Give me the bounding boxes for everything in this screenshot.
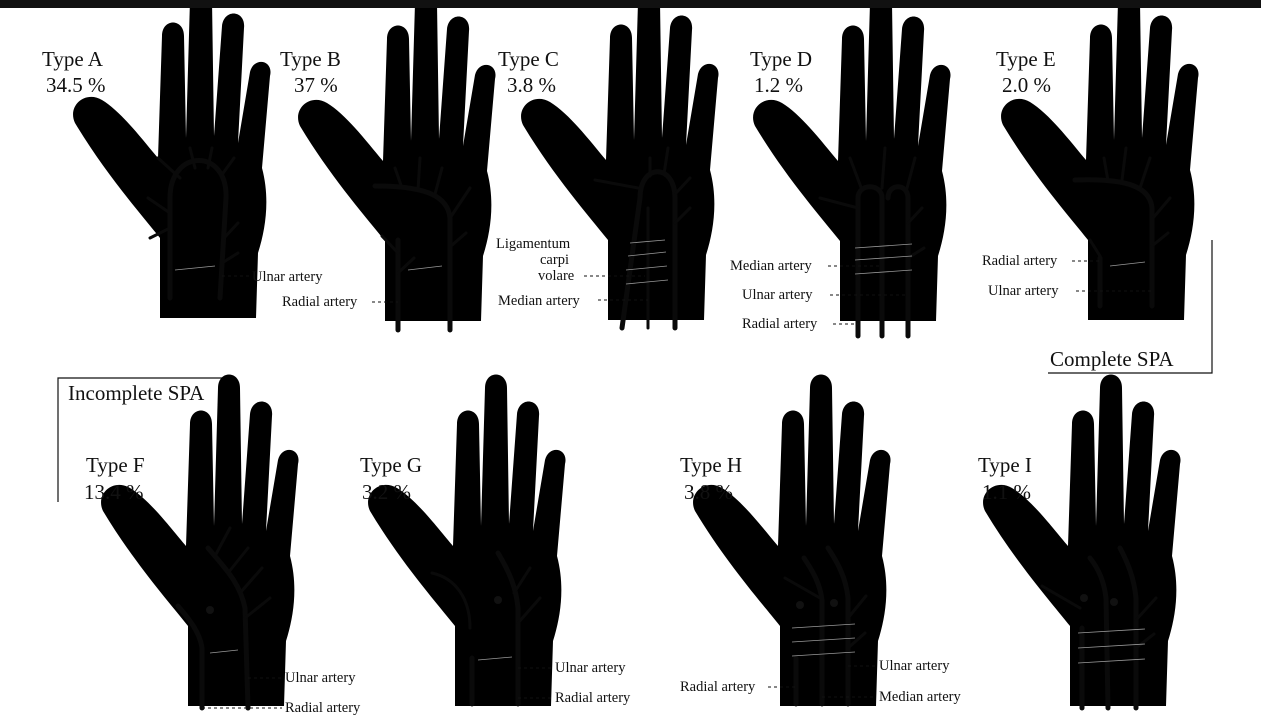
label-median-artery-h: Median artery	[879, 689, 961, 705]
panel-type-f: Type F 13.4 % Ulnar artery Radial artery	[84, 375, 361, 717]
panel-percent-f: 13.4 %	[84, 480, 144, 504]
group-label-complete: Complete SPA	[1050, 347, 1174, 371]
panel-type-g: Type G 3.2 % Ulnar artery Radial artery	[360, 375, 631, 707]
label-ulnar-artery-d: Ulnar artery	[742, 287, 813, 303]
label-ulnar-artery-f: Ulnar artery	[285, 670, 356, 686]
label-median-artery-d: Median artery	[730, 258, 812, 274]
panel-percent-c: 3.8 %	[507, 73, 556, 97]
panel-percent-e: 2.0 %	[1002, 73, 1051, 97]
label-radial-artery-h: Radial artery	[680, 679, 756, 695]
panel-title-c: Type C	[498, 47, 559, 71]
label-ulnar-artery-h: Ulnar artery	[879, 658, 950, 674]
panel-title-b: Type B	[280, 47, 341, 71]
label-radial-artery-b: Radial artery	[282, 294, 358, 310]
panel-percent-g: 3.2 %	[362, 480, 411, 504]
hand-outline-g	[368, 375, 565, 707]
panel-percent-a: 34.5 %	[46, 73, 106, 97]
palmar-arch-diagram: Type A 34.5 % Ulnar artery Type B 37 % R…	[0, 8, 1261, 724]
panel-type-e: Type E 2.0 % Radial artery Ulnar artery	[982, 8, 1199, 320]
label-ligamentum-line2: carpi	[540, 252, 569, 268]
panel-title-a: Type A	[42, 47, 104, 71]
label-radial-artery-f: Radial artery	[285, 700, 361, 716]
panel-type-h: Type H 3.8 % Ulnar artery Radial artery …	[680, 375, 961, 707]
panel-percent-b: 37 %	[294, 73, 338, 97]
label-ligamentum-line3: volare	[538, 268, 574, 284]
panel-title-g: Type G	[360, 453, 422, 477]
panel-title-f: Type F	[86, 453, 145, 477]
label-radial-artery-d: Radial artery	[742, 316, 818, 332]
label-median-artery-c: Median artery	[498, 293, 580, 309]
panel-title-i: Type I	[978, 453, 1032, 477]
panel-percent-i: 1.1 %	[982, 480, 1031, 504]
label-ulnar-artery-g: Ulnar artery	[555, 660, 626, 676]
panel-type-c: Type C 3.8 % Ligamentum carpi volare Med…	[496, 8, 719, 328]
label-radial-artery-g: Radial artery	[555, 690, 631, 706]
panel-title-d: Type D	[750, 47, 812, 71]
panel-type-i: Type I 1.1 %	[978, 375, 1181, 709]
panel-percent-h: 3.8 %	[684, 480, 733, 504]
hand-outline-h	[693, 375, 890, 707]
label-ulnar-artery-a: Ulnar artery	[252, 269, 323, 285]
top-rule	[0, 0, 1261, 8]
label-radial-artery-e: Radial artery	[982, 253, 1058, 269]
panel-title-h: Type H	[680, 453, 742, 477]
group-label-incomplete: Incomplete SPA	[68, 381, 205, 405]
panel-type-d: Type D 1.2 % Median artery Ulnar artery …	[730, 8, 951, 336]
panel-percent-d: 1.2 %	[754, 73, 803, 97]
panel-title-e: Type E	[996, 47, 1056, 71]
label-ulnar-artery-e: Ulnar artery	[988, 283, 1059, 299]
label-ligamentum-line1: Ligamentum	[496, 236, 571, 252]
